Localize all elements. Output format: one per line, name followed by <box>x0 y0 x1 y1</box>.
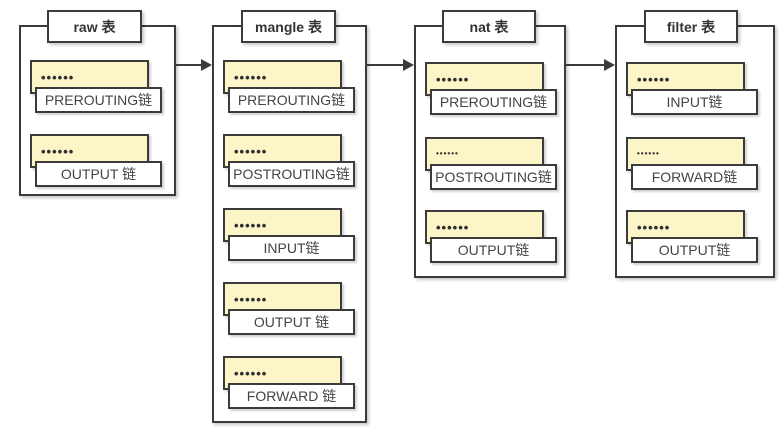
table-box-filter: •••••• INPUT链 •••••• FORWARD链 •••••• OUT… <box>615 25 775 278</box>
ellipsis-dots: •••••• <box>234 143 268 159</box>
chain-label: OUTPUT链 <box>430 237 557 263</box>
ellipsis-dots: •••••• <box>436 149 459 158</box>
chain-output: •••••• OUTPUT 链 <box>30 134 170 189</box>
arrow-line <box>176 64 201 66</box>
chain-label: POSTROUTING链 <box>430 164 557 190</box>
ellipsis-dots: •••••• <box>234 69 268 85</box>
ellipsis-dots: •••••• <box>41 69 75 85</box>
ellipsis-dots: •••••• <box>41 143 75 159</box>
table-title-mangle: mangle 表 <box>241 10 336 43</box>
arrow-line <box>566 64 604 66</box>
chain-postrouting: •••••• POSTROUTING链 <box>425 137 565 192</box>
flow-arrow-mangle-to-nat <box>367 58 414 72</box>
chain-label: OUTPUT链 <box>631 237 758 263</box>
table-box-raw: •••••• PREROUTING链 •••••• OUTPUT 链 <box>19 25 176 196</box>
ellipsis-dots: •••••• <box>637 219 671 235</box>
flow-arrow-raw-to-mangle <box>176 58 212 72</box>
arrow-line <box>367 64 403 66</box>
chain-input: •••••• INPUT链 <box>223 208 363 263</box>
ellipsis-dots: •••••• <box>436 219 470 235</box>
chain-input: •••••• INPUT链 <box>626 62 766 117</box>
table-title-nat: nat 表 <box>442 10 536 43</box>
arrow-head-icon <box>403 59 414 71</box>
chain-forward: •••••• FORWARD链 <box>626 137 766 192</box>
arrow-head-icon <box>201 59 212 71</box>
chain-label: OUTPUT 链 <box>228 309 355 335</box>
chain-label: FORWARD 链 <box>228 383 355 409</box>
chain-label: INPUT链 <box>228 235 355 261</box>
table-title-raw: raw 表 <box>47 10 142 43</box>
chain-prerouting: •••••• PREROUTING链 <box>425 62 565 117</box>
ellipsis-dots: •••••• <box>234 217 268 233</box>
chain-label: PREROUTING链 <box>430 89 557 115</box>
table-box-nat: •••••• PREROUTING链 •••••• POSTROUTING链 •… <box>414 25 566 278</box>
ellipsis-dots: •••••• <box>436 71 470 87</box>
chain-postrouting: •••••• POSTROUTING链 <box>223 134 363 189</box>
chain-label: FORWARD链 <box>631 164 758 190</box>
chain-label: PREROUTING链 <box>228 87 355 113</box>
table-title-filter: filter 表 <box>644 10 738 43</box>
flow-arrow-nat-to-filter <box>566 58 615 72</box>
chain-output: •••••• OUTPUT链 <box>626 210 766 265</box>
chain-label: PREROUTING链 <box>35 87 162 113</box>
chain-forward: •••••• FORWARD 链 <box>223 356 363 411</box>
ellipsis-dots: •••••• <box>637 149 660 158</box>
chain-label: POSTROUTING链 <box>228 161 355 187</box>
ellipsis-dots: •••••• <box>637 71 671 87</box>
chain-label: OUTPUT 链 <box>35 161 162 187</box>
chain-label: INPUT链 <box>631 89 758 115</box>
ellipsis-dots: •••••• <box>234 291 268 307</box>
chain-output: •••••• OUTPUT链 <box>425 210 565 265</box>
chain-prerouting: •••••• PREROUTING链 <box>223 60 363 115</box>
table-box-mangle: •••••• PREROUTING链 •••••• POSTROUTING链 •… <box>212 25 367 423</box>
arrow-head-icon <box>604 59 615 71</box>
chain-prerouting: •••••• PREROUTING链 <box>30 60 170 115</box>
ellipsis-dots: •••••• <box>234 365 268 381</box>
chain-output: •••••• OUTPUT 链 <box>223 282 363 337</box>
